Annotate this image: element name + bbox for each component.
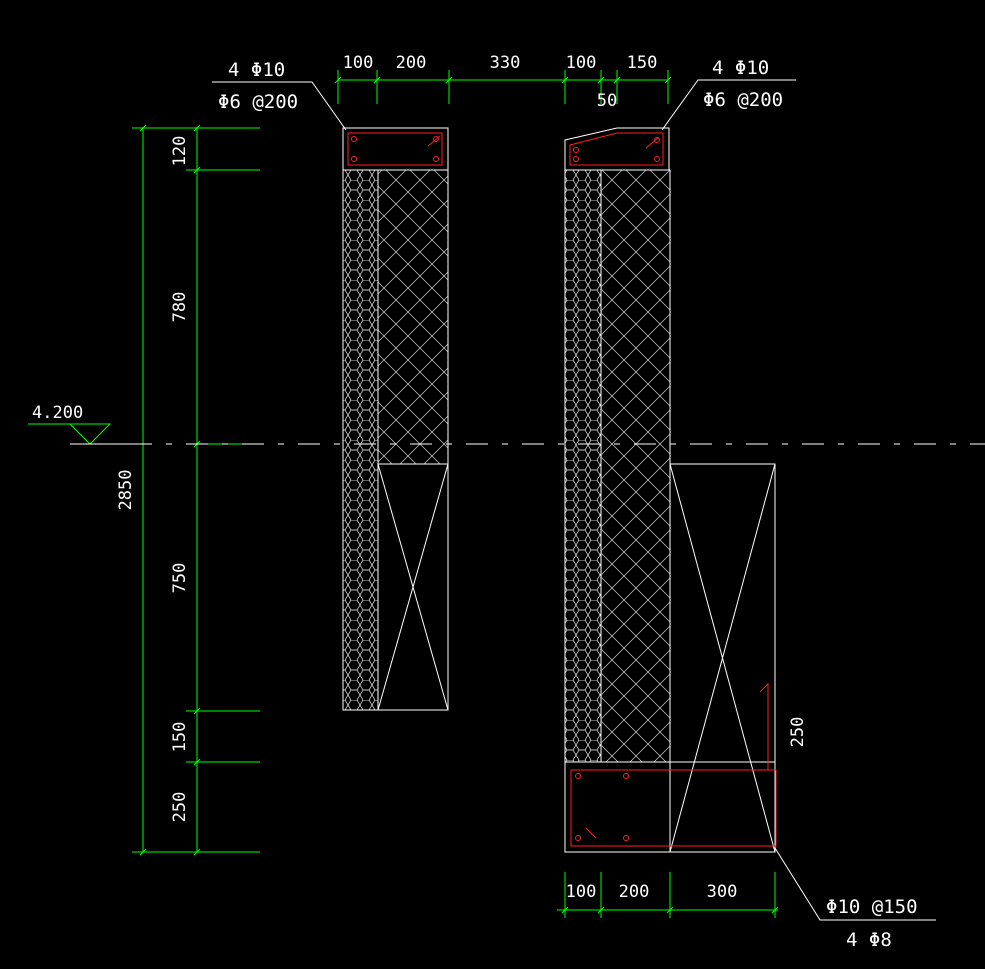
bottom-dim-1: 100 xyxy=(566,882,597,902)
bottom-dim-2: 200 xyxy=(619,882,650,902)
top-dim-small: 50 xyxy=(597,91,617,111)
left-stirrups-label: Φ6 @200 xyxy=(218,91,298,113)
vdim-150: 150 xyxy=(170,722,190,753)
right-section-leader xyxy=(661,79,796,131)
vdim-250: 250 xyxy=(170,792,190,823)
vdim-750: 750 xyxy=(170,563,190,594)
footing-height-dim: 250 xyxy=(788,717,808,748)
left-section-leader xyxy=(212,81,347,131)
right-wall-section xyxy=(564,127,777,853)
top-dim-2: 200 xyxy=(396,53,427,73)
vdim-780: 780 xyxy=(170,292,190,323)
right-stirrups-label: Φ6 @200 xyxy=(703,89,783,111)
top-dim-3: 330 xyxy=(490,53,521,73)
bottom-dim-3: 300 xyxy=(707,882,738,902)
top-dim-1: 100 xyxy=(343,53,374,73)
elevation-label: 4.200 xyxy=(32,403,83,423)
top-dim-4: 100 xyxy=(566,53,597,73)
left-wall-section xyxy=(342,127,449,711)
top-dim-5: 150 xyxy=(627,53,658,73)
footing-stirrups-label: Φ10 @150 xyxy=(826,896,918,918)
footing-leader xyxy=(774,847,936,921)
bottom-dimension-line xyxy=(557,872,779,918)
right-bars-label: 4 Φ10 xyxy=(712,57,769,79)
footing-bars-label: 4 Φ8 xyxy=(846,929,892,951)
left-bars-label: 4 Φ10 xyxy=(228,59,285,81)
total-height-dim: 2850 xyxy=(116,470,136,511)
elevation-symbol xyxy=(28,423,130,445)
vdim-120: 120 xyxy=(170,136,190,167)
vertical-dimension-lines xyxy=(132,124,260,856)
top-dimension-line xyxy=(334,70,672,104)
